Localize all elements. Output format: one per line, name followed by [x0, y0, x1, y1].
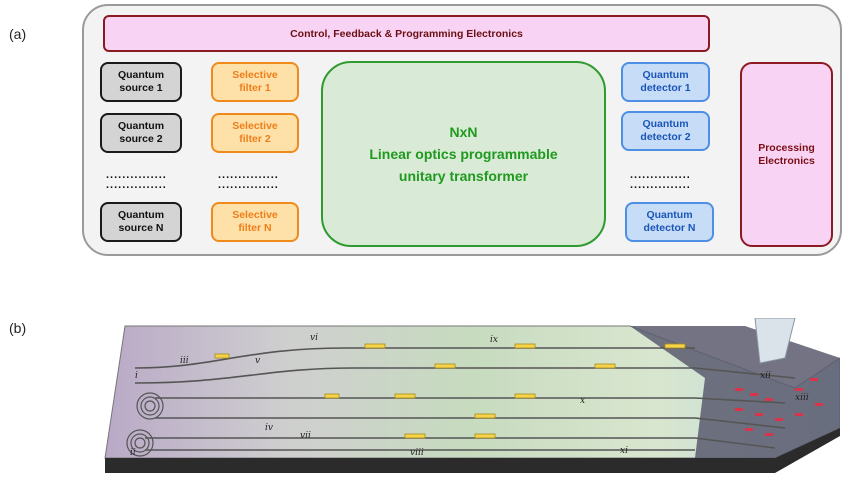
unitary-label: NxN: [449, 124, 478, 140]
detector-array: [735, 378, 823, 436]
source-label: source N: [118, 222, 164, 234]
photonic-chip-illustration: i ii iii iv v vi vii viii ix x xi xii xi…: [104, 318, 840, 473]
source-label: Quantum: [117, 69, 165, 81]
filter-label: Selective: [232, 209, 278, 221]
control-electronics-label: Control, Feedback & Programming Electron…: [290, 27, 523, 40]
filter-ellipsis: ..............................: [218, 169, 279, 191]
filter-label: filter 2: [239, 133, 271, 145]
panel-label-b: (b): [9, 320, 27, 336]
detector-label: Quantum: [646, 209, 693, 221]
detector-label: detector 2: [640, 131, 691, 143]
processing-label: Processing: [758, 141, 815, 154]
unitary-label: unitary transformer: [398, 168, 529, 184]
chip-label-i: i: [135, 371, 138, 381]
filter-label: filter N: [238, 222, 272, 234]
detector-label: Quantum: [642, 69, 689, 81]
chip-label-vii: vii: [300, 431, 311, 441]
chip-label-xii: xii: [760, 371, 771, 381]
source-label: Quantum: [117, 120, 165, 132]
chip-label-x: x: [580, 396, 585, 406]
chip-label-ix: ix: [490, 335, 498, 345]
waveguide-network: [134, 347, 796, 451]
detector-label: Quantum: [642, 118, 689, 130]
fiber-probe: [754, 318, 796, 364]
chip-label-iv: iv: [265, 423, 273, 433]
detector-ellipsis: ..............................: [630, 169, 691, 191]
chip-dark-region: [630, 326, 840, 458]
source-label: source 1: [119, 82, 163, 94]
chip-side-face: [105, 428, 840, 473]
processing-label: Electronics: [758, 154, 815, 167]
chip-label-xiii: xiii: [795, 393, 809, 403]
spiral-delay: [126, 392, 164, 457]
filter-label: filter 1: [239, 82, 271, 94]
source-label: Quantum: [117, 209, 165, 221]
unitary-transformer-box: NxN Linear optics programmable unitary tra…: [321, 61, 606, 247]
chip-label-ii: ii: [130, 448, 136, 458]
filter-label: Selective: [232, 69, 278, 81]
detector-label: detector N: [643, 222, 696, 234]
filter-label: Selective: [232, 120, 278, 132]
unitary-label: Linear optics programmable: [369, 146, 558, 162]
chip-label-viii: viii: [410, 448, 424, 458]
chip-label-v: v: [255, 356, 260, 366]
chip-label-xi: xi: [620, 446, 628, 456]
chip-label-vi: vi: [310, 333, 318, 343]
source-ellipsis: ..............................: [106, 169, 167, 191]
control-electronics-box: Control, Feedback & Programming Electron…: [103, 15, 710, 52]
chip-label-iii: iii: [180, 356, 189, 366]
panel-label-a: (a): [9, 26, 27, 42]
detector-label: detector 1: [640, 82, 691, 94]
source-label: source 2: [119, 133, 163, 145]
heater-electrodes: [214, 343, 686, 439]
